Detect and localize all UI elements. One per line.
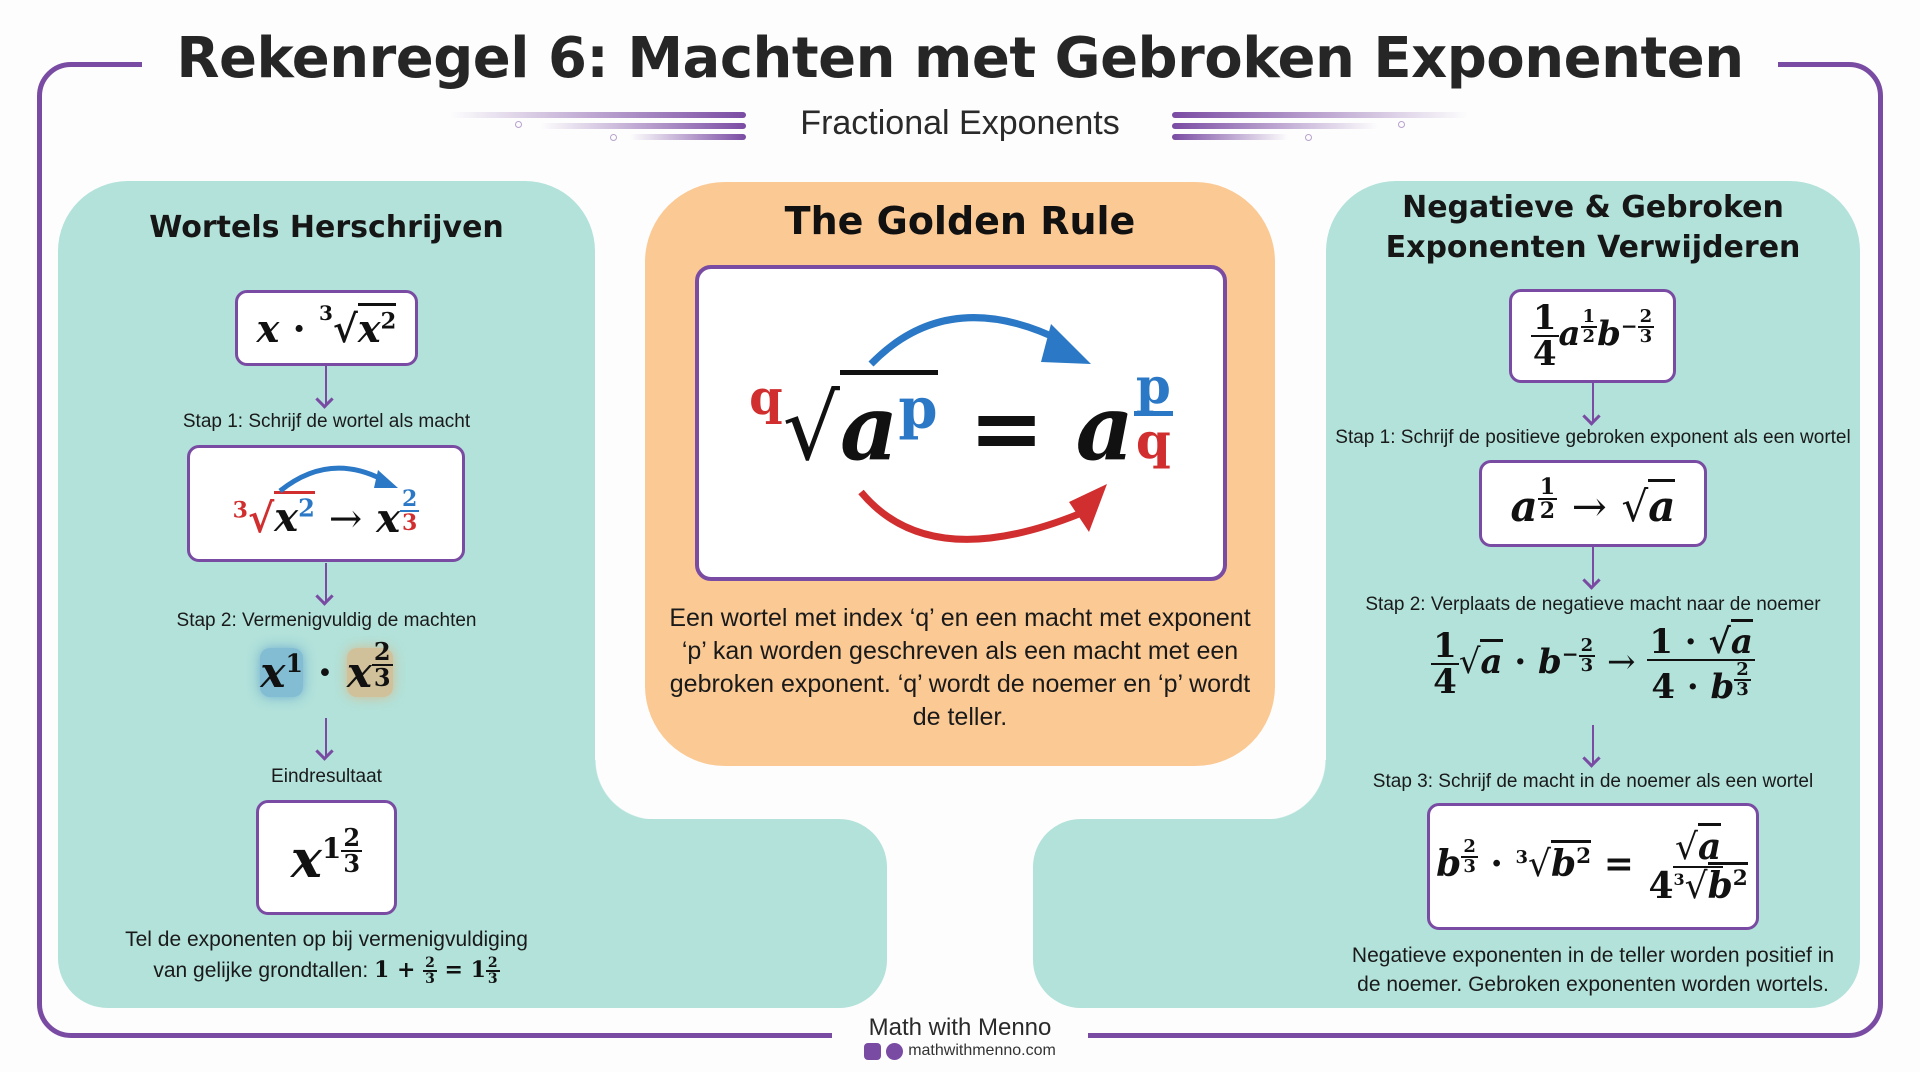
right-panel-extension	[1033, 819, 1433, 1008]
curved-arrow-icon	[278, 465, 398, 493]
right-note-line1: Negatieve exponenten in de teller worden…	[1351, 944, 1835, 967]
decorative-line	[1172, 134, 1288, 140]
decorative-line	[630, 134, 746, 140]
left-step2-label: Stap 2: Vermenigvuldig de machten	[176, 610, 477, 631]
subtitle: Fractional Exponents	[800, 104, 1120, 142]
golden-rule-title: The Golden Rule	[784, 199, 1136, 243]
decorative-dot	[1398, 121, 1405, 128]
down-arrow-icon	[325, 366, 327, 404]
decorative-line	[450, 112, 746, 118]
decorative-dot	[610, 134, 617, 141]
decorative-dot	[515, 121, 522, 128]
decorative-line	[540, 123, 746, 129]
right-note: Negatieve exponenten in de teller worden…	[1326, 941, 1860, 999]
down-arrow-icon	[325, 563, 327, 601]
right-note-line2: de noemer. Gebroken exponenten worden wo…	[1357, 973, 1829, 996]
down-arrow-icon	[1592, 547, 1594, 585]
decorative-dot	[1305, 134, 1312, 141]
right-title-line2: Exponenten Verwijderen	[1385, 230, 1801, 265]
footer-brand: Math with Menno	[868, 1014, 1052, 1041]
footer-url-row: mathwithmenno.com	[0, 1042, 1920, 1060]
down-arrow-icon	[325, 718, 327, 756]
right-step3-label: Stap 3: Schrijf de macht in de noemer al…	[1372, 771, 1814, 792]
panel-notch	[1266, 760, 1326, 820]
down-arrow-icon	[1592, 383, 1594, 421]
golden-rule-description: Een wortel met index ‘q’ en een macht me…	[669, 604, 1251, 731]
frame-gap	[142, 55, 1778, 75]
down-arrow-icon	[1592, 725, 1594, 763]
footer-url[interactable]: mathwithmenno.com	[908, 1042, 1056, 1059]
right-step2-label: Stap 2: Verplaats de negatieve macht naa…	[1365, 594, 1821, 615]
left-note: Tel de exponenten op bij vermenigvuldigi…	[70, 925, 583, 986]
left-panel-title: Wortels Herschrijven	[149, 210, 504, 245]
left-note-line1: Tel de exponenten op bij vermenigvuldigi…	[125, 928, 528, 951]
decorative-line	[1172, 123, 1378, 129]
decorative-line	[1172, 112, 1468, 118]
right-step1-label: Stap 1: Schrijf de positieve gebroken ex…	[1335, 427, 1851, 448]
page-title: Rekenregel 6: Machten met Gebroken Expon…	[176, 26, 1744, 91]
blue-curved-arrow-icon	[868, 314, 1091, 367]
start-expression-box: x · 3√x2	[235, 290, 418, 366]
right-panel-title: Negatieve & Gebroken Exponenten Verwijde…	[1326, 188, 1860, 268]
right-title-line1: Negatieve & Gebroken	[1402, 190, 1784, 225]
result-label: Eindresultaat	[271, 766, 382, 787]
frame-gap	[832, 1030, 1088, 1046]
chart-icon	[864, 1042, 882, 1060]
left-step1-label: Stap 1: Schrijf de wortel als macht	[182, 411, 471, 432]
panel-notch	[595, 760, 655, 820]
red-curved-arrow-icon	[858, 484, 1107, 543]
subtitle-bar: Fractional Exponents	[0, 104, 1920, 144]
start-expression: x · 3√x2	[256, 300, 397, 351]
left-note-text: van gelijke grondtallen:	[153, 959, 369, 982]
globe-icon	[886, 1042, 904, 1060]
